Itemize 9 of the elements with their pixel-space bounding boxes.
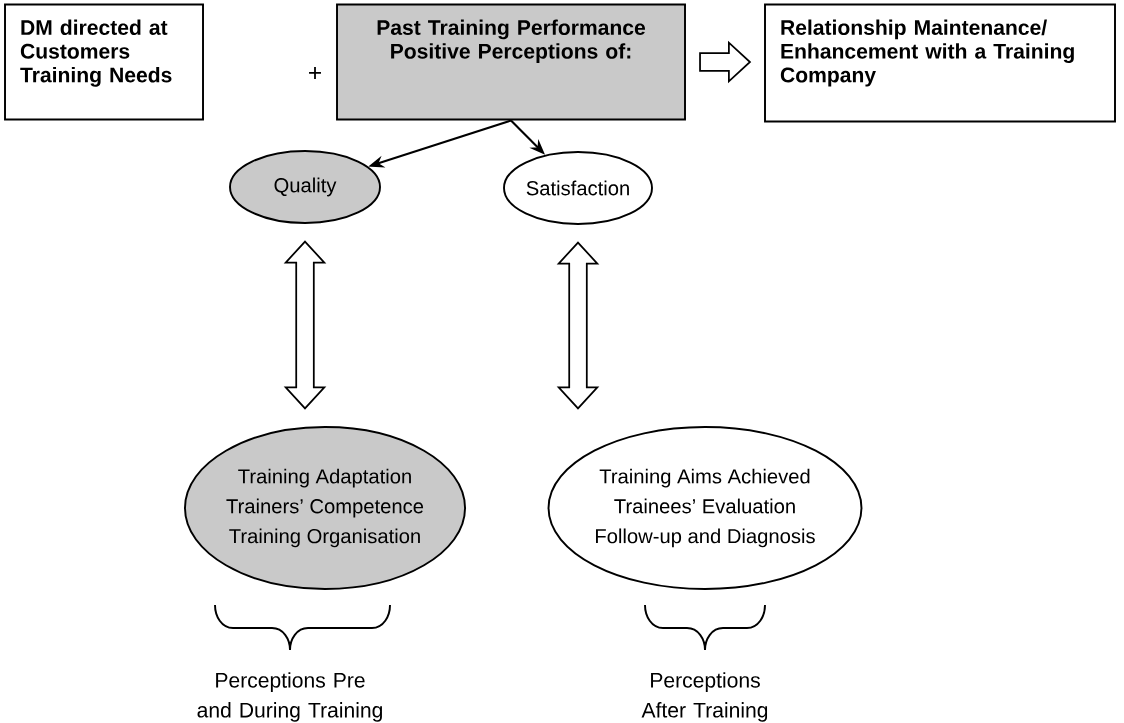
text-box: Past Training Performance Positive Perceptions of:	[336, 3, 686, 121]
block-arrow	[699, 40, 752, 84]
caption-text: Perceptions Pre and During Training	[197, 672, 382, 722]
block-arrow	[556, 241, 600, 410]
block-arrow	[283, 240, 327, 410]
text-box: Relationship Maintenance/ Enhancement with a Training Company	[764, 3, 1116, 123]
plus-sign: +	[309, 66, 321, 79]
text-box: DM directed at Customers Training Needs	[4, 3, 204, 121]
caption-text: Perceptions After Training	[641, 672, 768, 722]
